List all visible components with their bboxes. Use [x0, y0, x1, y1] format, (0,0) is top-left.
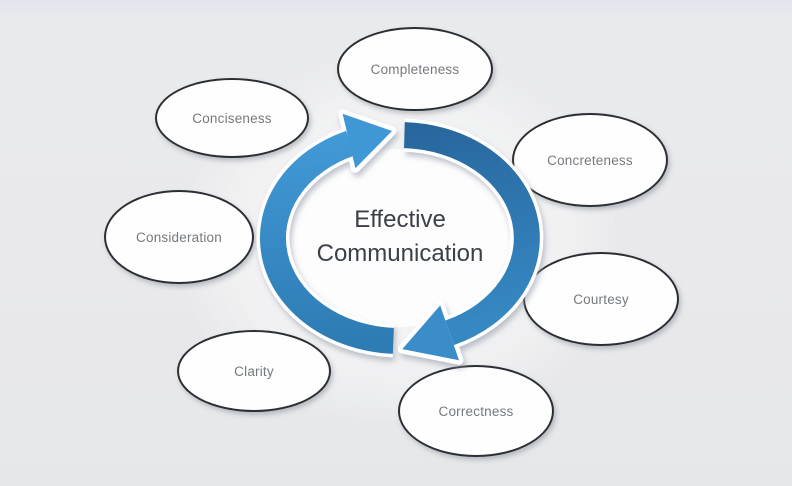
node-correctness: Correctness [398, 365, 554, 457]
node-concreteness-label: Concreteness [547, 152, 633, 168]
node-correctness-label: Correctness [438, 403, 514, 419]
node-concreteness: Concreteness [512, 113, 668, 207]
node-completeness-label: Completeness [370, 61, 460, 77]
node-clarity: Clarity [177, 330, 331, 412]
node-courtesy-label: Courtesy [573, 291, 629, 307]
node-courtesy: Courtesy [523, 252, 679, 346]
node-conciseness: Conciseness [155, 78, 309, 158]
node-conciseness-label: Conciseness [192, 110, 272, 126]
node-completeness: Completeness [337, 27, 493, 111]
node-clarity-label: Clarity [234, 363, 274, 379]
node-consideration: Consideration [104, 190, 254, 284]
node-consideration-label: Consideration [136, 229, 222, 245]
